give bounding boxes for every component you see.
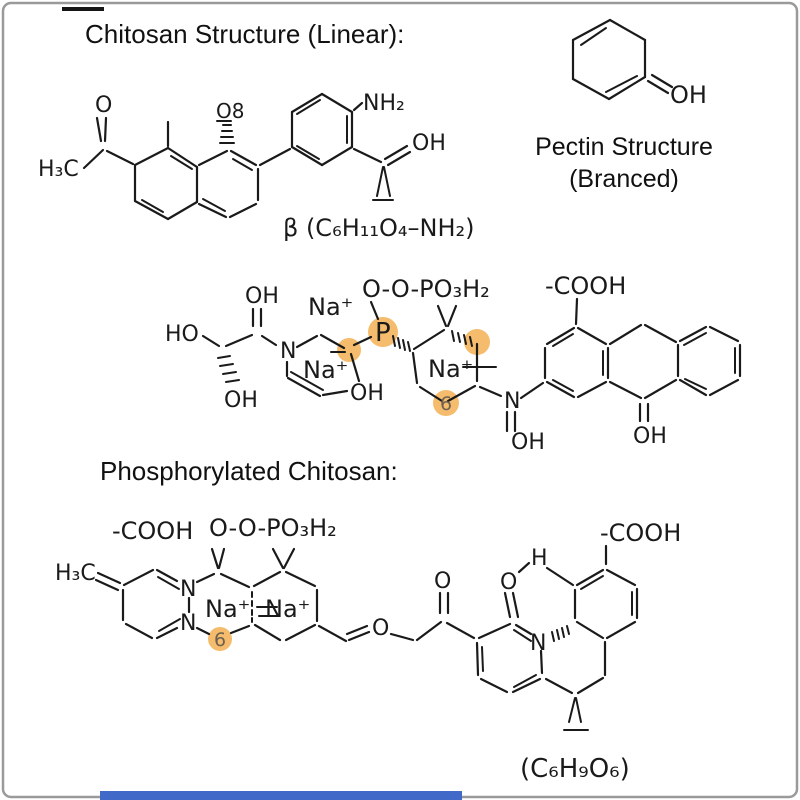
bot-na-left-label: Na⁺ <box>205 595 250 623</box>
pectin-title-line2: (Branced) <box>569 165 679 193</box>
mid-cooh-label: -COOH <box>545 272 626 300</box>
mid-oh-bottom-label: OH <box>224 388 258 413</box>
bot-h-bridge-label: H <box>531 546 548 571</box>
bot-six-badge: 6 <box>214 629 226 651</box>
s1-carbonyl-o-label: O <box>95 93 112 118</box>
highlight-circle-six-mid <box>433 390 459 416</box>
phospho-chitosan-bonds <box>94 544 639 731</box>
bottom-blue-bar <box>100 791 462 800</box>
pectin-oh-label: OH <box>670 81 707 109</box>
bot-cooh-left-label: -COOH <box>112 517 193 545</box>
pectin-structure-bonds <box>571 18 674 101</box>
mid-p-atom-label: P <box>375 318 391 348</box>
bot-o-enol-label: O <box>500 570 517 595</box>
bot-formula-label: (C₆H₉O₆) <box>520 754 630 784</box>
mid-oh-n2-label: OH <box>511 430 545 455</box>
s1-h3c-label: H₃C <box>38 157 79 182</box>
bot-o-ester-label: O <box>372 616 389 641</box>
chitosan-structure-bonds <box>82 92 412 221</box>
s1-nh2-label: NH₂ <box>363 91 405 116</box>
mid-oh-ringA-label: OH <box>350 381 384 406</box>
highlight-circle-p-atom <box>368 317 398 347</box>
highlight-circle-six-bottom <box>208 627 232 651</box>
s1-oh-label: OH <box>412 131 446 156</box>
mid-na-ringA-label: Na⁺ <box>303 356 348 384</box>
highlight-circle-ringB <box>464 329 490 355</box>
mid-na-ringB-label: Na⁺ <box>428 355 473 383</box>
bot-h3c-label: H₃C <box>55 561 96 586</box>
mid-ho-label: HO <box>165 322 199 347</box>
bot-phosphate-label: O-O-PO₃H₂ <box>209 514 337 542</box>
mid-oh-anthracene-label: OH <box>633 424 667 449</box>
bot-o-keto-label: O <box>434 569 451 594</box>
bot-na-right-label: Na⁺ <box>265 595 310 623</box>
text-labels: Chitosan Structure (Linear): Pectin Stru… <box>38 19 713 784</box>
phospho-chitosan-title: Phosphorylated Chitosan: <box>100 456 398 486</box>
bot-n3-label: N <box>530 631 546 656</box>
s1-beta-formula-label: β (C₆H₁₁O₄–NH₂) <box>283 214 474 242</box>
mid-phosphate-label: O-O-PO₃H₂ <box>362 275 490 303</box>
bot-cooh-right-label: -COOH <box>600 519 681 547</box>
mid-six-badge: 6 <box>440 393 452 415</box>
chitosan-title: Chitosan Structure (Linear): <box>85 19 404 49</box>
s1-o8-label: O8 <box>216 99 244 123</box>
mid-n1-label: N <box>280 339 296 364</box>
bot-n-top-label: N <box>180 577 196 602</box>
mid-na-top-label: Na⁺ <box>308 293 353 321</box>
crop-artifact-bar <box>62 7 104 11</box>
bot-n-bottom-label: N <box>180 611 196 636</box>
mid-oh-top-label: OH <box>245 284 279 309</box>
pectin-title-line1: Pectin Structure <box>535 133 713 161</box>
middle-structure-bonds <box>201 297 742 433</box>
mid-n2-label: N <box>504 389 520 414</box>
